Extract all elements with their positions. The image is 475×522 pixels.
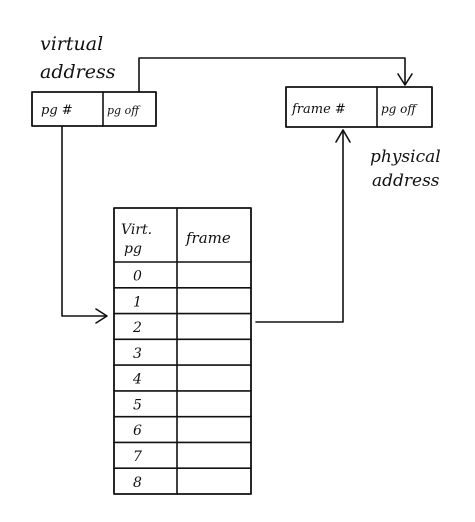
frame-number-arrow-head bbox=[335, 129, 351, 143]
physical-address-frame bbox=[285, 86, 433, 128]
page-number-arrow bbox=[61, 125, 108, 324]
page-table: Virt. pg frame 0 1 2 3 4 5 6 7 8 bbox=[113, 207, 252, 495]
frame-number-arrow bbox=[255, 129, 351, 323]
virtual-address-label-line2: address bbox=[40, 61, 116, 83]
page-table-row-label: 2 bbox=[132, 320, 142, 336]
page-number-arrow-line bbox=[61, 125, 107, 317]
virtual-page-number-field: pg # bbox=[41, 103, 73, 118]
page-table-header-virt: Virt. bbox=[121, 222, 152, 238]
page-table-row-label: 0 bbox=[133, 269, 142, 285]
page-table-row-lines bbox=[113, 286, 252, 470]
page-table-frame bbox=[113, 207, 252, 495]
offset-arrow-line bbox=[138, 57, 406, 93]
page-table-row-label: 3 bbox=[133, 346, 142, 362]
frame-number-arrow-line bbox=[255, 131, 344, 323]
offset-arrow-head bbox=[397, 73, 413, 86]
virtual-address-frame bbox=[31, 91, 157, 127]
virtual-page-offset-field: pg off bbox=[107, 104, 141, 117]
virtual-address-label-line1: virtual bbox=[40, 33, 103, 55]
page-table-row-labels: 0 1 2 3 4 5 6 7 8 bbox=[132, 269, 142, 491]
physical-page-offset-field: pg off bbox=[381, 102, 418, 116]
physical-address-label-line2: address bbox=[372, 171, 440, 191]
page-table-row-label: 6 bbox=[133, 423, 142, 439]
physical-address-box: frame # pg off bbox=[285, 86, 433, 128]
page-table-header-frame: frame bbox=[185, 229, 231, 247]
virtual-address-box: pg # pg off bbox=[31, 91, 157, 127]
page-table-header-pg: pg bbox=[124, 241, 142, 257]
page-table-row-label: 4 bbox=[132, 372, 142, 388]
page-table-row-label: 1 bbox=[133, 294, 142, 310]
frame-number-field: frame # bbox=[291, 102, 346, 117]
page-table-row-label: 5 bbox=[133, 397, 142, 413]
page-table-row-label: 8 bbox=[133, 475, 142, 491]
page-table-row-label: 7 bbox=[133, 449, 142, 465]
page-number-arrow-head bbox=[95, 308, 108, 324]
offset-copy-arrow bbox=[138, 57, 413, 93]
physical-address-label-line1: physical bbox=[370, 147, 441, 167]
